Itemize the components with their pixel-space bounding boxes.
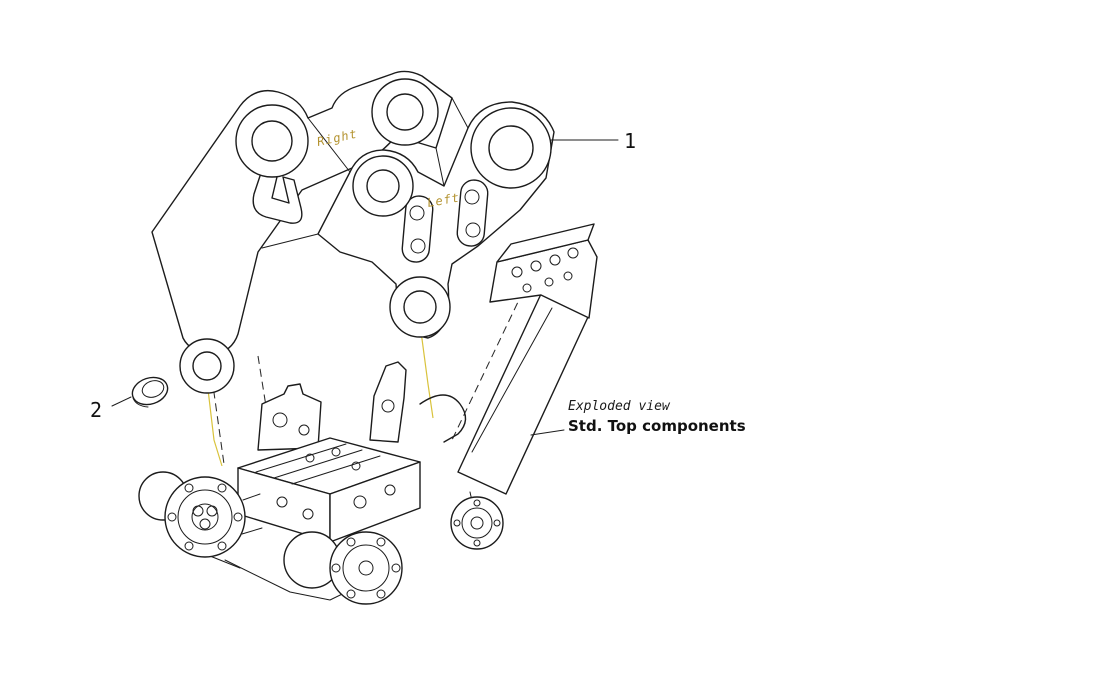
pivot-boss-front-right — [470, 107, 552, 189]
base-assembly-drawing — [138, 223, 598, 605]
orientation-label-left: Left — [426, 190, 461, 210]
hydraulic-arm — [457, 293, 589, 495]
mount-plate-bolts — [511, 247, 579, 293]
part-2-bushing-drawing — [131, 376, 169, 408]
part-1-top-bracket-drawing: Right Left — [151, 70, 555, 394]
lever-handle — [419, 394, 467, 443]
callout-2: 2 — [90, 396, 132, 422]
bracket-hole — [272, 412, 288, 428]
callout-2-label: 2 — [90, 398, 102, 422]
callout-2-leader — [111, 396, 132, 407]
pivot-boss-back-left — [235, 104, 309, 178]
link-plate-left — [401, 195, 434, 263]
caption-std-top-components: Std. Top components — [568, 417, 746, 435]
hydraulic-arm-edge — [471, 307, 553, 453]
pivot-boss-lower-left — [179, 338, 235, 394]
upstand-bracket-right — [369, 361, 407, 443]
bracket-hole — [298, 424, 310, 436]
alignment-guide-lines — [206, 323, 434, 467]
explosion-dashed-line — [257, 355, 273, 445]
caption-exploded-view: Exploded view — [568, 399, 671, 414]
guide-line-center — [419, 323, 434, 419]
bracket-cross-members — [261, 97, 469, 249]
manifold-block-right — [329, 461, 421, 543]
link-plate-right — [456, 179, 489, 247]
pivot-boss-front-left — [352, 155, 414, 217]
bolted-flange-right — [450, 496, 504, 550]
bushing-inner — [141, 380, 165, 398]
bushing-rim — [132, 397, 149, 408]
bolted-flange-bottom — [329, 531, 403, 605]
arm-mount-plate-top — [496, 223, 595, 263]
pivot-boss-lower-center — [389, 276, 451, 338]
caption-leader — [530, 429, 565, 436]
callout-1-label: 1 — [624, 129, 636, 153]
callout-1: 1 — [550, 129, 636, 153]
bracket-hole — [381, 399, 395, 413]
axle-link-lines — [241, 493, 263, 535]
caption: Exploded view Std. Top components — [530, 399, 746, 436]
manifold-detail-lines — [255, 443, 396, 520]
pivot-boss-back-right — [371, 78, 439, 146]
guide-line-left — [206, 380, 223, 467]
drive-flange-left — [164, 476, 246, 558]
bushing-outer — [131, 376, 169, 406]
upstand-bracket-left — [257, 383, 322, 451]
